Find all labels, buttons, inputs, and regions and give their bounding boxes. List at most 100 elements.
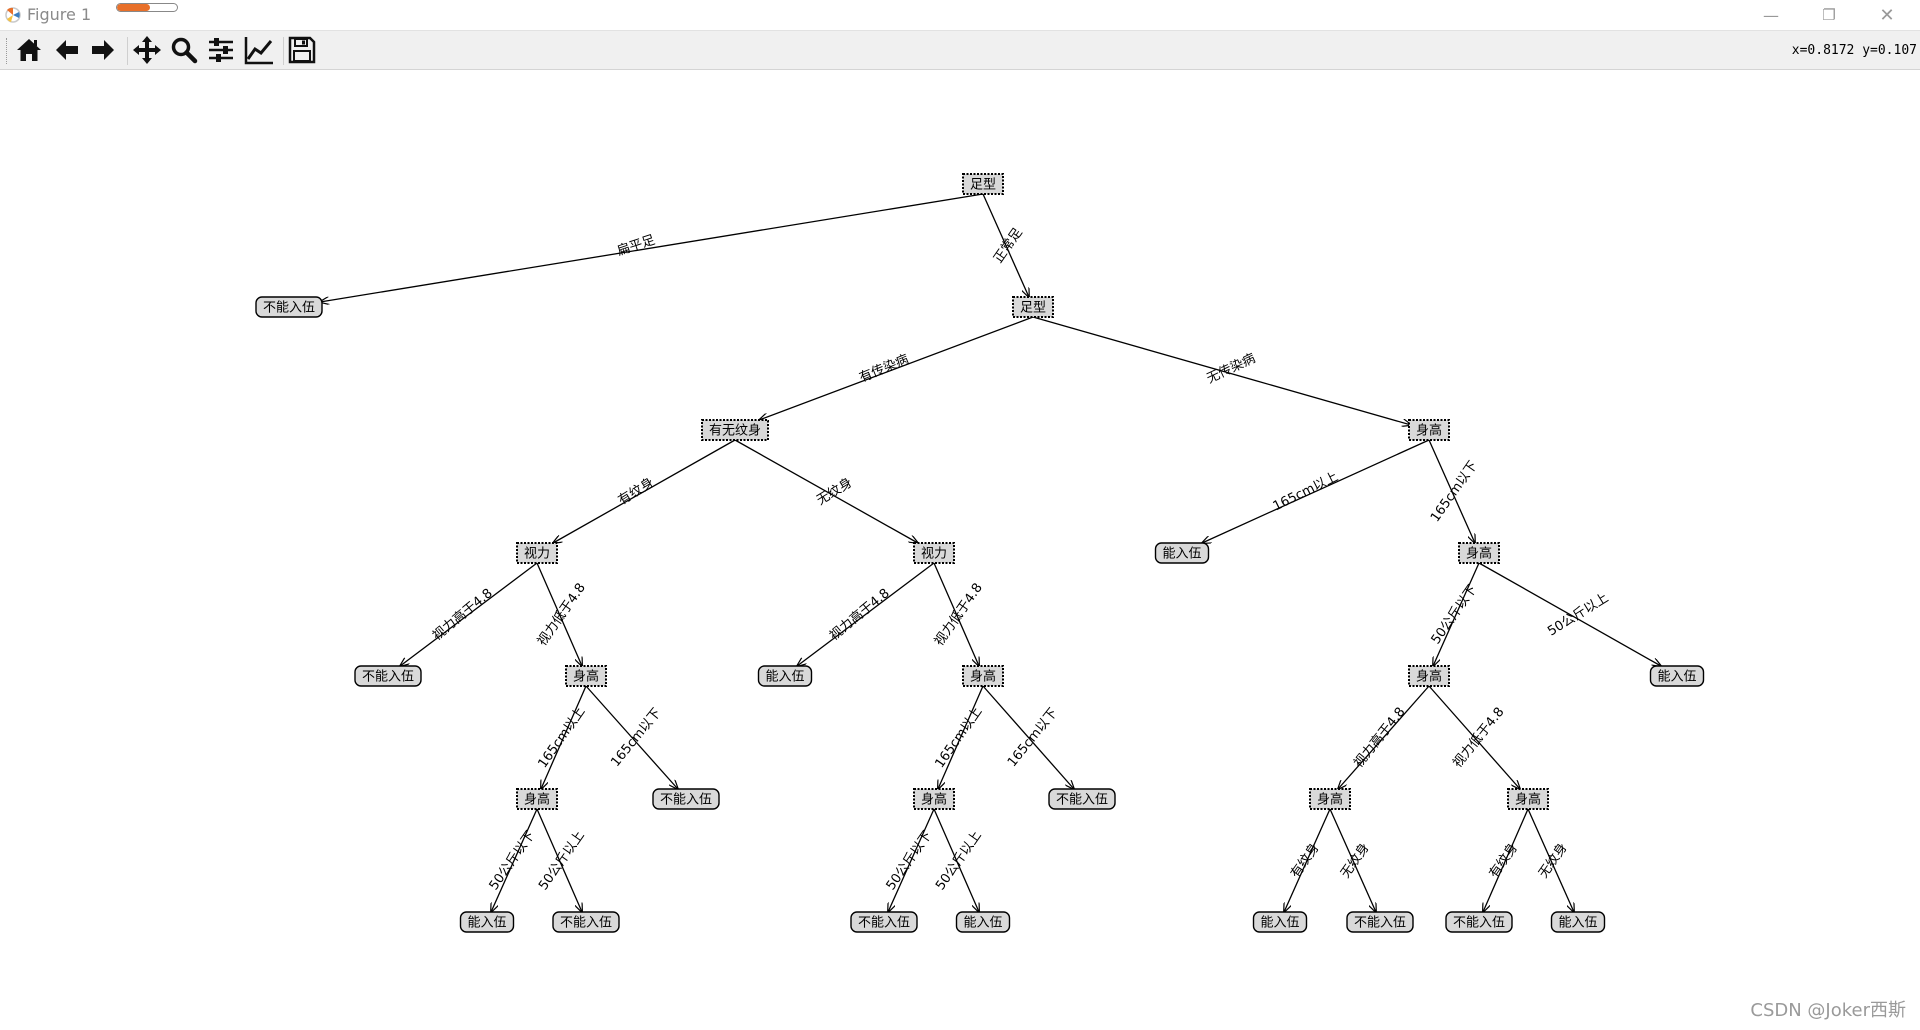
node-label: 身高	[1466, 546, 1492, 562]
decision-node-box	[962, 665, 1004, 687]
edge-label: 视力高于4.8	[826, 585, 892, 644]
tree-edge-arrow	[1483, 808, 1529, 912]
csdn-watermark: CSDN @Joker西斯	[1750, 1000, 1906, 1021]
tree-edge-arrow	[1527, 808, 1574, 912]
navigation-toolbar: x=0.8172 y=0.107	[0, 30, 1920, 70]
toolbar-separator	[283, 37, 284, 65]
node-label: 不能入伍	[1056, 793, 1108, 808]
decision-node-box	[516, 788, 558, 810]
node-label: 能入伍	[765, 670, 804, 685]
decision-node: 足型	[1012, 296, 1054, 318]
edge-label: 扁平足	[615, 233, 657, 259]
tree-edge-arrow	[536, 808, 582, 912]
decision-node-box	[565, 665, 607, 687]
decision-node: 身高	[913, 788, 955, 810]
leaf-node: 能入伍	[1154, 542, 1210, 564]
leaf-node-box	[552, 911, 620, 933]
decision-node: 足型	[962, 173, 1004, 195]
edge-label: 165cm以下	[608, 706, 664, 770]
node-label: 能入伍	[467, 916, 506, 931]
move-icon	[133, 36, 161, 64]
zoom-button[interactable]	[168, 34, 200, 66]
tree-edge-arrow	[759, 316, 1034, 420]
toolbar-grip	[6, 38, 9, 64]
decision-node: 身高	[1408, 665, 1450, 687]
tree-edge-arrow	[1202, 439, 1430, 543]
maximize-button[interactable]: ❐	[1822, 6, 1836, 24]
node-label: 身高	[1317, 792, 1343, 808]
minimize-button[interactable]: —	[1763, 5, 1779, 25]
leaf-node: 不能入伍	[255, 296, 323, 318]
node-label: 不能入伍	[362, 670, 414, 685]
tree-edge-arrow	[536, 562, 582, 666]
close-button[interactable]: ✕	[1879, 4, 1895, 26]
decision-node-box	[1408, 419, 1450, 441]
tree-edge-arrow	[1338, 685, 1430, 789]
arrow-left-icon	[56, 40, 78, 60]
tree-edge-arrow	[1478, 562, 1661, 666]
subplots-button[interactable]	[205, 34, 237, 66]
magnifier-icon	[171, 37, 198, 64]
tree-edge-arrow	[982, 193, 1029, 297]
sliders-icon	[209, 38, 233, 62]
pan-button[interactable]	[131, 34, 163, 66]
tree-edge-arrow	[938, 685, 984, 789]
tree-edge-arrow	[933, 808, 979, 912]
window-title: Figure 1	[27, 5, 92, 24]
leaf-node-box	[850, 911, 918, 933]
back-button[interactable]	[51, 34, 83, 66]
save-button[interactable]	[286, 34, 318, 66]
line-chart-icon	[244, 37, 273, 65]
forward-button[interactable]	[87, 34, 119, 66]
node-label: 视力	[921, 547, 947, 562]
decision-node: 视力	[516, 542, 558, 564]
edge-label: 正常足	[991, 226, 1026, 267]
leaf-node-box	[255, 296, 323, 318]
leaf-node: 能入伍	[1649, 665, 1705, 687]
home-icon	[17, 39, 41, 61]
leaf-node-box	[1252, 911, 1308, 933]
edge-label: 50公斤以下	[487, 828, 539, 893]
edge-label: 视力高于4.8	[1350, 704, 1408, 771]
leaf-node-box	[1649, 665, 1705, 687]
node-label: 身高	[573, 669, 599, 685]
home-button[interactable]	[13, 34, 45, 66]
tree-edge-arrow	[400, 562, 538, 666]
node-label: 不能入伍	[1453, 916, 1505, 931]
edge-label: 无纹身	[1337, 840, 1372, 881]
arrow-right-icon	[92, 40, 114, 60]
leaf-node: 不能入伍	[354, 665, 422, 687]
leaf-node: 能入伍	[459, 911, 515, 933]
edge-label: 50公斤以上	[536, 828, 588, 893]
tree-edges	[320, 193, 1661, 912]
leaf-node-box	[757, 665, 813, 687]
decision-node-box	[701, 419, 769, 441]
node-label: 身高	[524, 792, 550, 808]
edge-label: 视力低于4.8	[535, 581, 589, 649]
decision-node: 身高	[516, 788, 558, 810]
leaf-node-box	[459, 911, 515, 933]
edge-label: 视力低于4.8	[932, 581, 986, 649]
node-label: 不能入伍	[263, 301, 315, 316]
leaf-node-box	[652, 788, 720, 810]
edit-axis-button[interactable]	[243, 34, 275, 66]
decision-node-box	[1408, 665, 1450, 687]
node-label: 不能入伍	[560, 916, 612, 931]
tree-edge-arrow	[1428, 685, 1520, 789]
decision-node-box	[913, 542, 955, 564]
leaf-node: 能入伍	[955, 911, 1011, 933]
decision-node: 有无纹身	[701, 419, 769, 441]
edge-label: 有纹身	[1287, 840, 1322, 881]
tree-edge-arrow	[553, 439, 736, 543]
tree-edge-arrow	[541, 685, 587, 789]
tree-edge-arrow	[1428, 439, 1475, 543]
edge-label: 165cm以上	[933, 705, 986, 771]
tree-edge-arrow	[888, 808, 935, 912]
node-label: 能入伍	[1260, 916, 1299, 931]
title-progress-fill	[117, 4, 150, 11]
edge-label: 50公斤以上	[933, 828, 985, 893]
tree-edge-arrow	[982, 685, 1074, 789]
node-label: 身高	[970, 669, 996, 685]
edge-label: 165cm以下	[1428, 459, 1481, 525]
